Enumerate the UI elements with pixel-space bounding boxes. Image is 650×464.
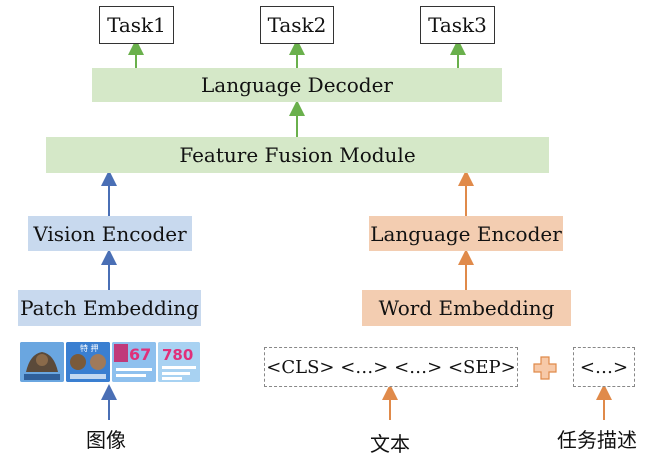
task1-box: Task1: [99, 6, 174, 44]
text-label: 文本: [370, 432, 410, 456]
language-encoder-box: Language Encoder: [369, 216, 563, 251]
task3-box: Task3: [420, 6, 495, 44]
image-thumbnail-4: 780: [158, 342, 200, 382]
text-tokens-box: <CLS> <…> <…> <SEP>: [264, 347, 518, 387]
image-label: 图像: [86, 428, 126, 452]
thumbnail-text-2: 67: [129, 345, 151, 364]
vision-encoder-box: Vision Encoder: [28, 216, 192, 251]
thumbnail-text-1: 特 押: [80, 343, 99, 353]
task-tokens-box: <…>: [573, 347, 635, 387]
task-description-label: 任务描述: [557, 428, 637, 452]
patch-embedding-box: Patch Embedding: [18, 290, 201, 326]
thumbnail-text-3: 780: [162, 346, 193, 364]
task2-box: Task2: [260, 6, 334, 44]
language-decoder-box: Language Decoder: [92, 68, 502, 102]
word-embedding-box: Word Embedding: [362, 290, 571, 326]
image-thumbnail-1: [20, 342, 64, 382]
image-thumbnail-3: 67: [112, 342, 156, 382]
feature-fusion-box: Feature Fusion Module: [46, 137, 549, 173]
image-thumbnail-2: 特 押: [66, 342, 110, 382]
plus-icon: [533, 356, 557, 380]
